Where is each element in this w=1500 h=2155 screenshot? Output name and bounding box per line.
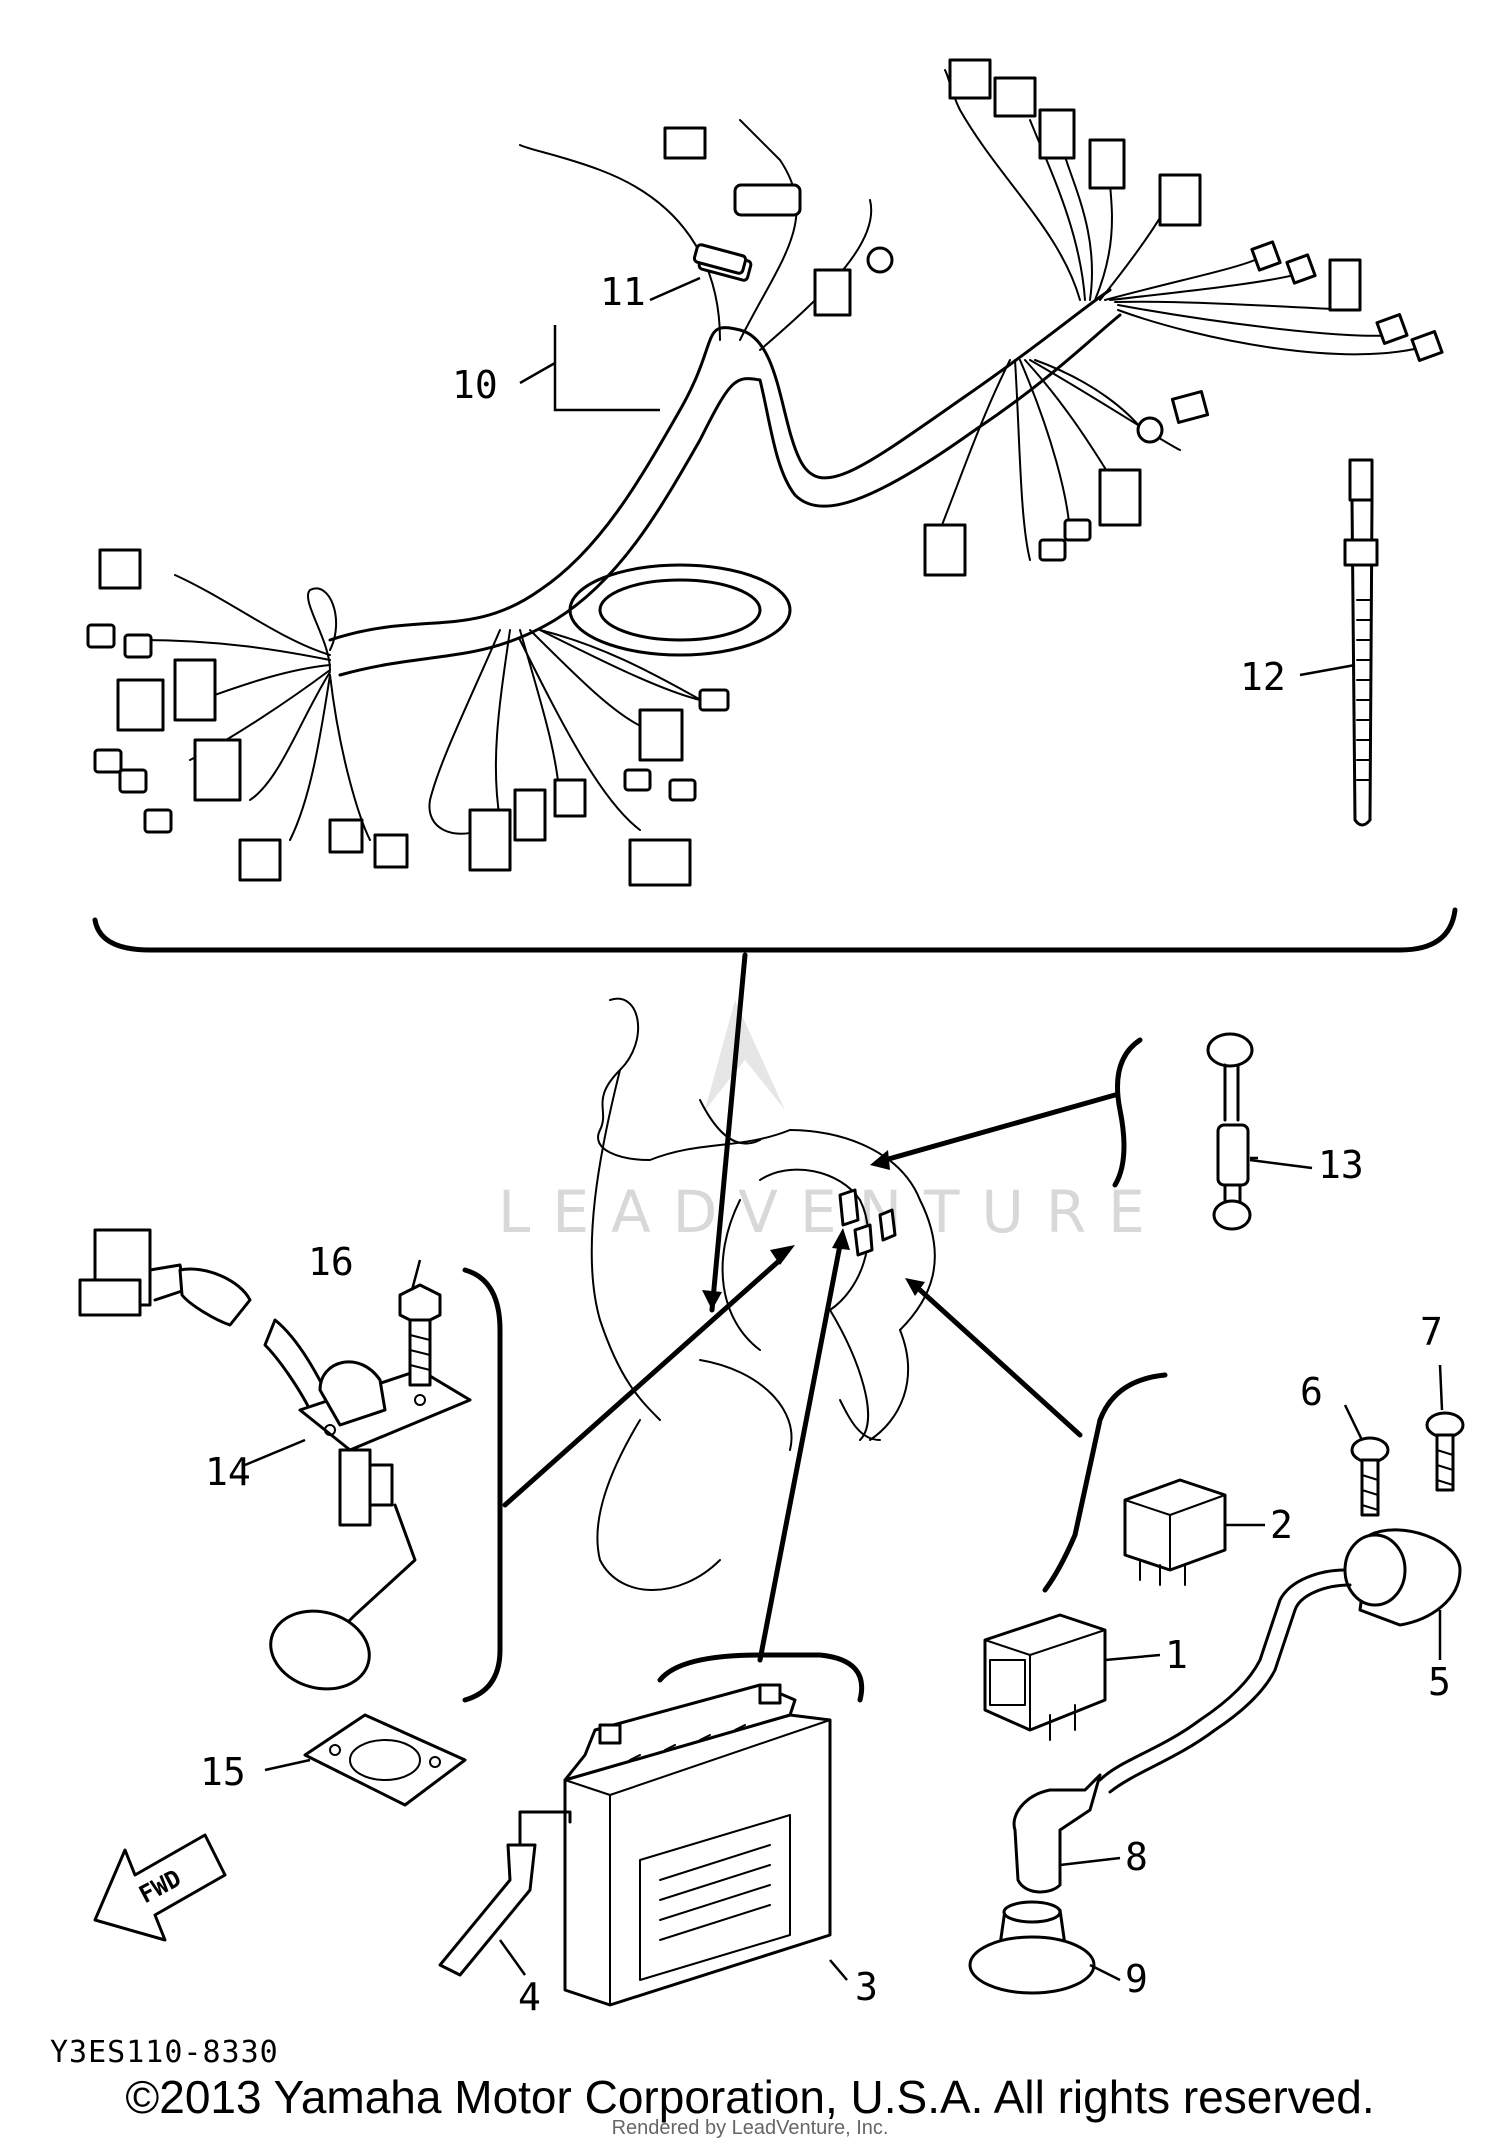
ignition-coil-part <box>1012 1528 1462 1894</box>
pointer-lines <box>502 952 1118 1663</box>
callouts: 1 2 3 4 5 6 7 8 9 10 11 12 13 14 15 16 <box>200 270 1451 2019</box>
fuel-sender-part <box>78 1228 472 1691</box>
harness-brace <box>92 907 1458 953</box>
relay-1-part <box>983 1613 1107 1741</box>
diagram-code: Y3ES110-8330 <box>50 2035 279 2070</box>
watermark-text: LEADVENTURE <box>498 1178 1167 1246</box>
watermark: LEADVENTURE <box>498 1000 1167 1246</box>
callout-7: 7 <box>1420 1310 1443 1354</box>
callout-6: 6 <box>1300 1370 1323 1414</box>
fuel-gauge-part <box>1206 1032 1254 1231</box>
callout-2: 2 <box>1270 1503 1293 1547</box>
callout-15: 15 <box>200 1750 246 1794</box>
wire-harness <box>86 58 1444 887</box>
brace-14 <box>462 1267 503 1703</box>
watermark-logo-icon <box>705 1000 785 1110</box>
breather-hose-part <box>438 1810 572 1977</box>
battery-part <box>563 1683 832 2007</box>
rendered-by-note: Rendered by LeadVenture, Inc. <box>611 2117 889 2139</box>
fuse-part <box>692 243 748 275</box>
leader-lines <box>244 276 1444 1982</box>
fwd-arrow-icon: FWD <box>93 1833 227 1942</box>
brace-relays <box>1042 1372 1168 1593</box>
callout-5: 5 <box>1428 1660 1451 1704</box>
callout-9: 9 <box>1125 1957 1148 2001</box>
scooter-outline <box>590 997 936 1591</box>
callout-4: 4 <box>518 1975 541 2019</box>
screw-7-part <box>1425 1411 1465 1492</box>
callout-10: 10 <box>452 363 498 407</box>
callout-8: 8 <box>1125 1835 1148 1879</box>
callout-3: 3 <box>855 1965 878 2009</box>
brace-battery <box>657 1652 865 1703</box>
gasket-part <box>303 1713 467 1807</box>
cable-tie-part <box>1343 458 1379 827</box>
callout-14: 14 <box>205 1450 251 1494</box>
callout-16: 16 <box>308 1240 354 1284</box>
callout-1: 1 <box>1165 1633 1188 1677</box>
callout-11: 11 <box>600 270 646 314</box>
callout-12: 12 <box>1240 655 1286 699</box>
callout-13: 13 <box>1318 1143 1364 1187</box>
copyright-notice: ©2013 Yamaha Motor Corporation, U.S.A. A… <box>125 2071 1375 2123</box>
screw-6-part <box>1350 1436 1390 1517</box>
relay-2-part <box>1123 1478 1227 1586</box>
brace-13 <box>1112 1037 1143 1188</box>
plug-seal-part <box>968 1900 1096 1995</box>
